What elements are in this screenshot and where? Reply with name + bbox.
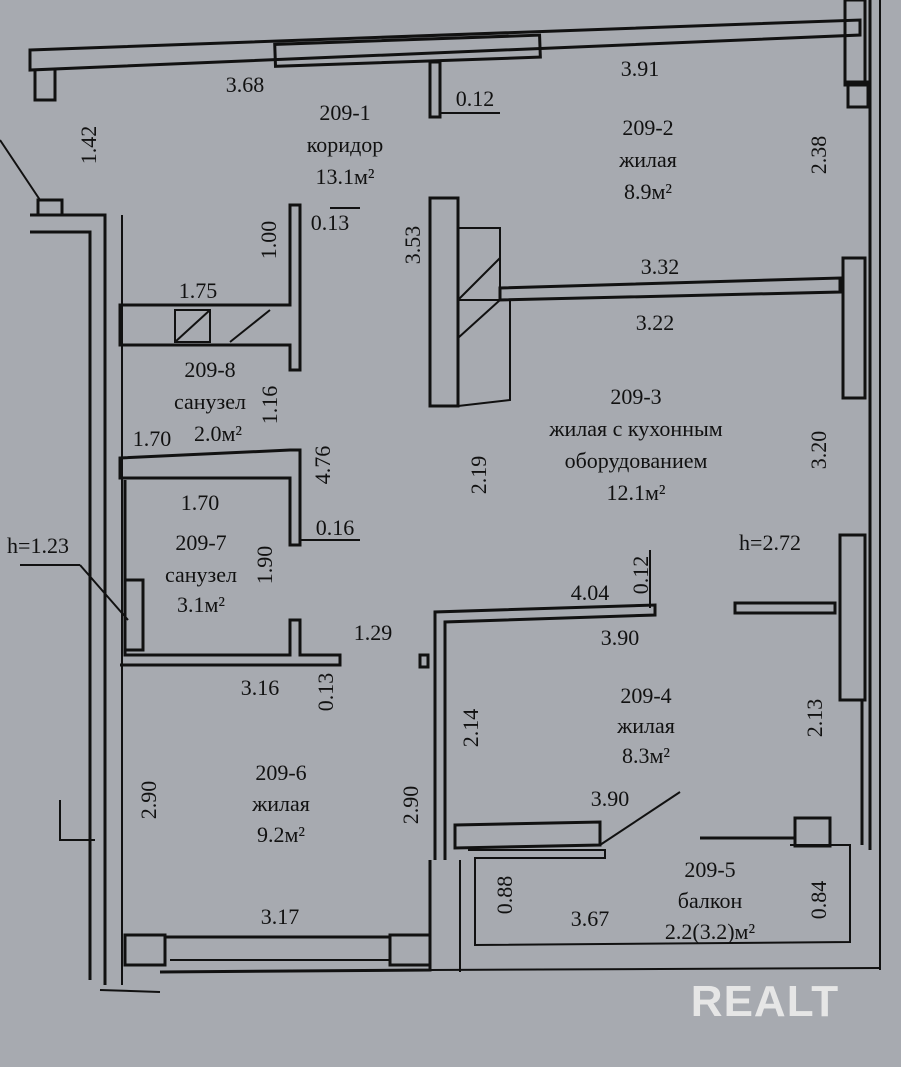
room-209-2-area: 8.9м² <box>624 179 672 204</box>
room-209-5-type: балкон <box>678 888 743 913</box>
dimension: 0.12 <box>628 556 653 595</box>
dimension: 2.19 <box>466 456 491 495</box>
dimension: 3.20 <box>806 431 831 470</box>
room-209-7-id: 209-7 <box>175 530 226 555</box>
room-209-6-area: 9.2м² <box>257 822 305 847</box>
room-209-5-id: 209-5 <box>684 857 735 882</box>
room-209-5-area: 2.2(3.2)м² <box>665 919 756 944</box>
dimension: 0.16 <box>316 515 355 540</box>
dimension: 3.22 <box>636 310 675 335</box>
room-209-3-type-1: жилая с кухонным <box>548 416 722 441</box>
room-209-1-type: коридор <box>307 132 384 157</box>
dimension: 1.75 <box>179 278 218 303</box>
room-labels: 209-1 коридор 13.1м² 209-2 жилая 8.9м² 2… <box>165 100 755 944</box>
room-209-8-area: 2.0м² <box>194 421 242 446</box>
dimension: 2.14 <box>458 709 483 748</box>
dimension: 0.84 <box>806 881 831 920</box>
dimension: 0.13 <box>311 210 350 235</box>
room-209-7-area: 3.1м² <box>177 592 225 617</box>
dimension: 3.90 <box>601 625 640 650</box>
dimension: 3.67 <box>571 906 610 931</box>
room-209-3-id: 209-3 <box>610 384 661 409</box>
dimension: 0.12 <box>456 86 495 111</box>
dimension: 2.90 <box>136 781 161 820</box>
walls <box>0 0 881 993</box>
dimension: 3.68 <box>226 72 265 97</box>
room-209-3-area: 12.1м² <box>606 480 665 505</box>
room-209-2-type: жилая <box>618 147 677 172</box>
dimension: 1.29 <box>354 620 393 645</box>
room-209-2-id: 209-2 <box>622 115 673 140</box>
room-209-3-type-2: оборудованием <box>565 448 708 473</box>
dimension: 3.16 <box>241 675 280 700</box>
room-209-6-id: 209-6 <box>255 760 306 785</box>
dimension: 4.04 <box>571 580 610 605</box>
dimension-height: h=1.23 <box>7 533 69 558</box>
room-209-6-type: жилая <box>251 791 310 816</box>
dimension-height: h=2.72 <box>739 530 801 555</box>
dimension: 1.00 <box>256 221 281 260</box>
dimension: 1.70 <box>133 426 172 451</box>
dimension: 3.90 <box>591 786 630 811</box>
room-209-8-type: санузел <box>174 389 246 414</box>
dimension: 2.38 <box>806 136 831 175</box>
room-209-8-id: 209-8 <box>184 357 235 382</box>
room-209-4-area: 8.3м² <box>622 743 670 768</box>
dimension-labels: 3.68 0.12 3.91 1.42 2.38 1.00 0.13 3.53 … <box>7 56 831 931</box>
dimension: 2.90 <box>398 786 423 825</box>
dimension: 0.13 <box>313 673 338 712</box>
dimension: 2.13 <box>802 699 827 738</box>
room-209-4-id: 209-4 <box>620 683 671 708</box>
dimension: 1.42 <box>76 126 101 165</box>
room-209-7-type: санузел <box>165 562 237 587</box>
realt-watermark: REALT <box>691 977 839 1026</box>
dimension: 3.91 <box>621 56 660 81</box>
dimension: 3.17 <box>261 904 300 929</box>
dimension: 1.70 <box>181 490 220 515</box>
dimension: 4.76 <box>310 446 335 485</box>
room-209-1-id: 209-1 <box>319 100 370 125</box>
room-209-4-type: жилая <box>616 713 675 738</box>
room-209-1-area: 13.1м² <box>315 164 374 189</box>
dimension: 3.53 <box>400 226 425 265</box>
dimension: 0.88 <box>492 876 517 915</box>
dimension: 1.16 <box>257 386 282 425</box>
dimension: 3.32 <box>641 254 680 279</box>
dimension: 1.90 <box>252 546 277 585</box>
